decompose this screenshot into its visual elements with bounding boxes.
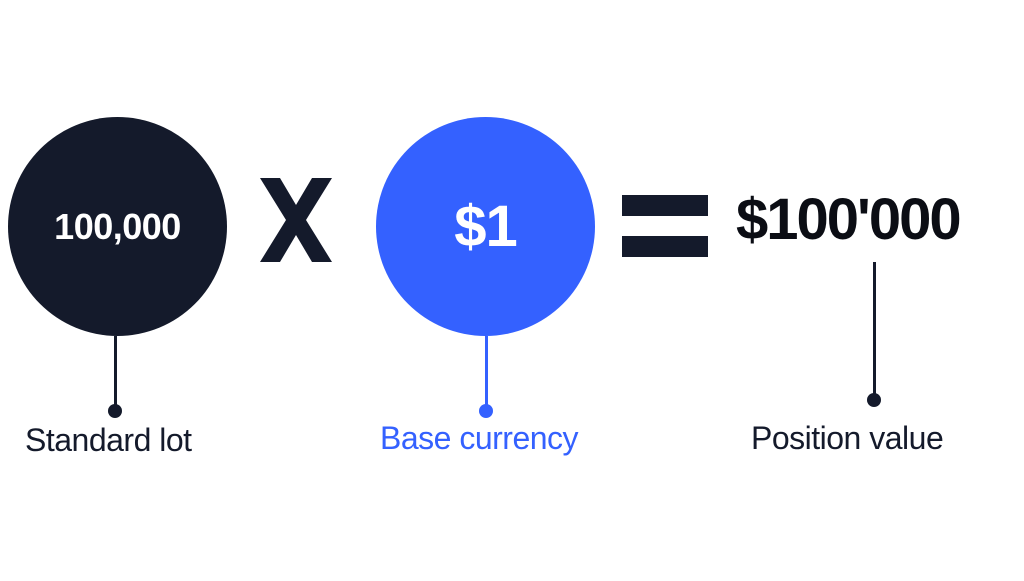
standard-lot-dot — [108, 404, 122, 418]
position-value-dot — [867, 393, 881, 407]
position-value-connector — [873, 262, 876, 400]
equals-icon — [622, 195, 708, 257]
base-currency-dot — [479, 404, 493, 418]
standard-lot-value: 100,000 — [54, 205, 181, 247]
standard-lot-circle: 100,000 — [8, 117, 227, 336]
position-value-label: Position value — [751, 420, 944, 456]
base-currency-label: Base currency — [380, 420, 579, 456]
multiply-icon — [260, 178, 332, 262]
base-currency-connector — [485, 336, 488, 410]
standard-lot-connector — [114, 336, 117, 410]
base-currency-value: $1 — [454, 194, 518, 259]
standard-lot-label: Standard lot — [25, 422, 192, 458]
base-currency-circle: $1 — [376, 117, 595, 336]
position-value-result: $100'000 — [736, 187, 962, 252]
